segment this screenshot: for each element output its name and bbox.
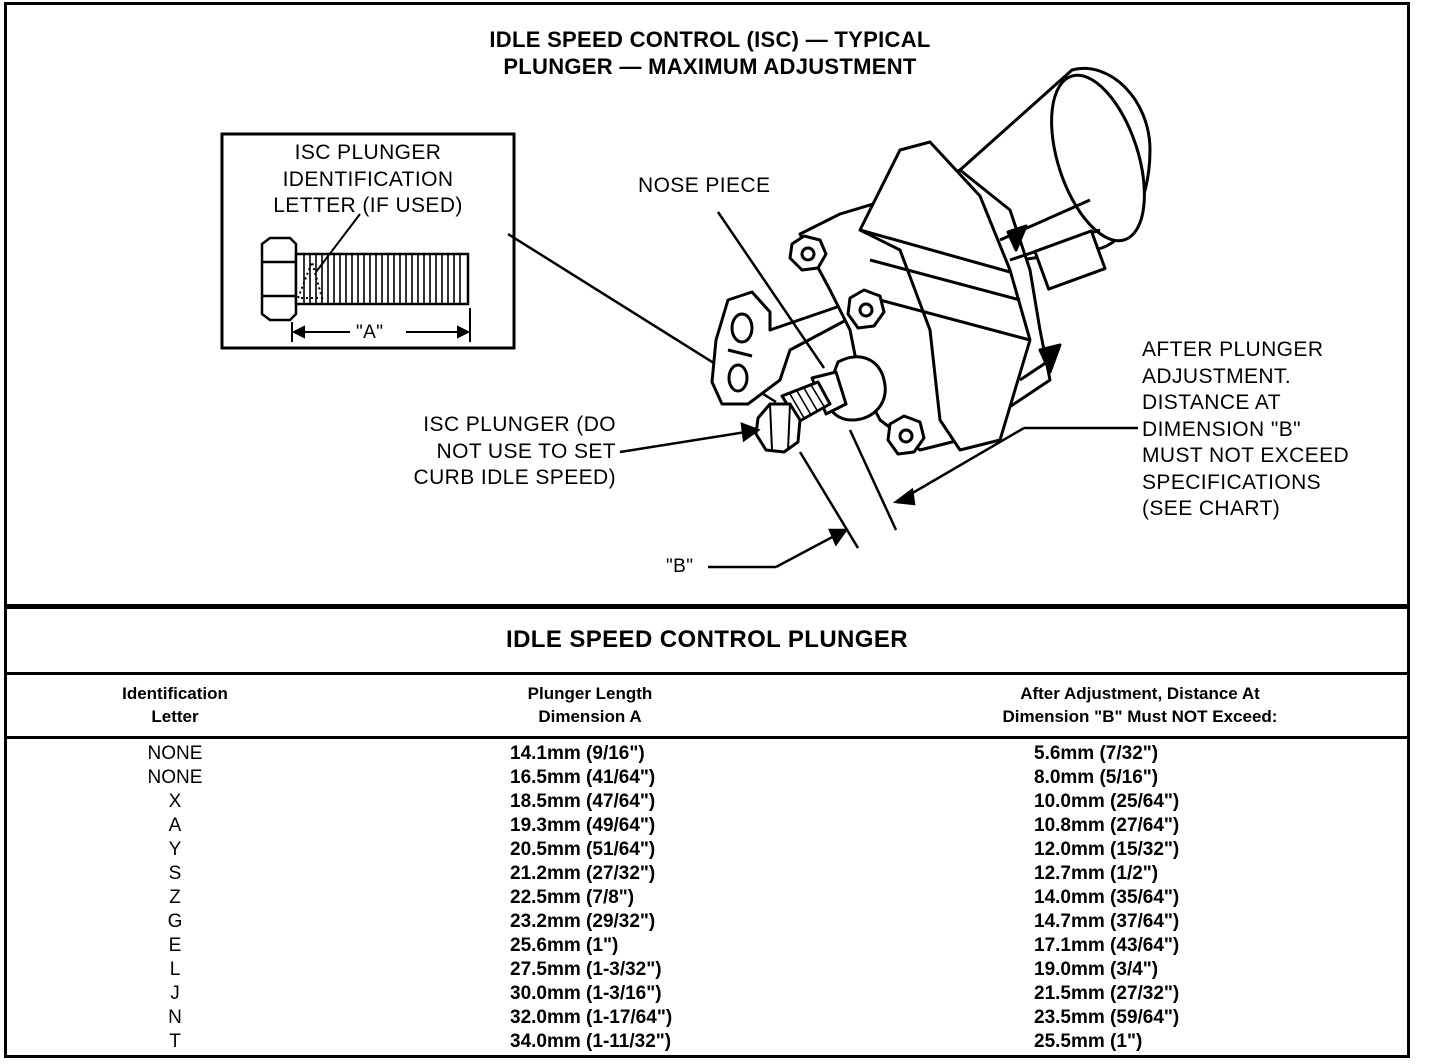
inset-box [220,132,516,350]
identification-letter-cell: J [170,983,180,1004]
diagram-title-line1: IDLE SPEED CONTROL (ISC) — TYPICAL [489,27,931,52]
max-distance-b-cell: 5.6mm (7/32") [1034,743,1159,764]
inset-label: ISC PLUNGER IDENTIFICATION LETTER (IF US… [222,140,514,220]
table-title: IDLE SPEED CONTROL PLUNGER [506,626,908,653]
max-distance-b-cell: 21.5mm (27/32") [1034,983,1180,1004]
identification-letter-cell: T [169,1031,181,1052]
max-distance-b-cell: 14.7mm (37/64") [1034,911,1180,932]
table-row: X 18.5mm (47/64") 10.0mm (25/64") [0,790,1440,814]
table-body: NONE 14.1mm (9/16") 5.6mm (7/32") NONE 16.5… [0,742,1440,1054]
column-header-identification-line2: Letter [151,707,199,726]
plunger-note-arrow [619,422,761,454]
after-note-line1: AFTER PLUNGER [1142,338,1324,361]
table-title-divider [4,672,1410,675]
plunger-note-line2: NOT USE TO SET [436,439,616,463]
table-row: Z 22.5mm (7/8") 14.0mm (35/64") [0,886,1440,910]
identification-letter-cell: S [168,863,182,884]
identification-letter-cell: A [168,815,182,836]
max-distance-b-cell: 12.7mm (1/2") [1034,863,1159,884]
plunger-length-cell: 32.0mm (1-17/64") [510,1007,673,1028]
table-row: NONE 14.1mm (9/16") 5.6mm (7/32") [0,742,1440,766]
inset-label-line3: LETTER (IF USED) [273,194,463,217]
max-distance-b-cell: 12.0mm (15/32") [1034,839,1180,860]
plunger-note: ISC PLUNGER (DO NOT USE TO SET CURB IDLE… [380,412,616,492]
identification-letter-cell: NONE [147,767,203,788]
plunger-length-cell: 22.5mm (7/8") [510,887,635,908]
after-note-line7: (SEE CHART) [1142,497,1281,520]
column-header-identification: Identification Letter [60,682,290,728]
table-header-divider [4,736,1410,739]
after-adjustment-note: AFTER PLUNGER ADJUSTMENT. DISTANCE AT DI… [1142,337,1349,523]
column-header-distance-b-line1: After Adjustment, Distance At [1020,684,1260,703]
after-note-line2: ADJUSTMENT. [1142,364,1292,388]
identification-letter-cell: NONE [147,743,203,764]
column-header-plunger-length-line2: Dimension A [538,707,642,726]
plunger-note-line1: ISC PLUNGER (DO [423,413,616,436]
diagram-title-line2: PLUNGER — MAXIMUM ADJUSTMENT [503,54,917,79]
column-header-plunger-length: Plunger Length Dimension A [440,682,740,728]
max-distance-b-cell: 8.0mm (5/16") [1034,767,1159,788]
table-row: S 21.2mm (27/32") 12.7mm (1/2") [0,862,1440,886]
column-header-distance-b: After Adjustment, Distance At Dimension … [960,682,1320,728]
plunger-length-cell: 34.0mm (1-11/32") [510,1031,672,1052]
column-header-identification-line1: Identification [122,684,228,703]
plunger-length-cell: 16.5mm (41/64") [510,767,656,788]
dimension-a-label: "A" [356,322,384,343]
plunger-length-cell: 18.5mm (47/64") [510,791,656,812]
max-distance-b-cell: 19.0mm (3/4") [1034,959,1159,980]
plunger-length-cell: 27.5mm (1-3/32") [510,959,662,980]
plunger-length-cell: 14.1mm (9/16") [510,743,645,764]
max-distance-b-cell: 17.1mm (43/64") [1034,935,1180,956]
isc-motor-assembly-icon [710,67,1152,456]
identification-letter-cell: X [168,791,182,812]
after-note-line6: SPECIFICATIONS [1142,470,1322,494]
table-row: NONE 16.5mm (41/64") 8.0mm (5/16") [0,766,1440,790]
inset-label-line2: IDENTIFICATION [282,167,454,191]
plunger-length-cell: 23.2mm (29/32") [510,911,656,932]
isc-diagram-artwork [220,67,1152,569]
table-row: J 30.0mm (1-3/16") 21.5mm (27/32") [0,982,1440,1006]
inset-label-line1: ISC PLUNGER [294,141,442,164]
dimension-b-lines [708,426,1138,569]
identification-letter-cell: E [168,935,182,956]
max-distance-b-cell: 10.0mm (25/64") [1034,791,1180,812]
max-distance-b-cell: 14.0mm (35/64") [1034,887,1180,908]
figure-frame [4,2,1410,1058]
inset-plunger-bolt-icon [260,236,470,322]
section-divider [4,604,1410,609]
plunger-length-cell: 25.6mm (1") [510,935,619,956]
nose-piece-label: NOSE PIECE [638,174,771,197]
dimension-b-label: "B" [666,556,694,577]
column-header-distance-b-line2: Dimension "B" Must NOT Exceed: [1002,707,1278,726]
identification-letter-cell: Z [169,887,181,908]
table-row: A 19.3mm (49/64") 10.8mm (27/64") [0,814,1440,838]
table-row: G 23.2mm (29/32") 14.7mm (37/64") [0,910,1440,934]
table-row: N 32.0mm (1-17/64") 23.5mm (59/64") [0,1006,1440,1030]
max-distance-b-cell: 23.5mm (59/64") [1034,1007,1180,1028]
identification-letter-cell: N [168,1007,182,1028]
dimension-a-arrow [291,308,471,342]
diagram-title: IDLE SPEED CONTROL (ISC) — TYPICAL PLUNG… [330,26,1090,80]
plunger-length-cell: 30.0mm (1-3/16") [510,983,662,1004]
after-note-line5: MUST NOT EXCEED [1142,444,1350,467]
plunger-length-cell: 19.3mm (49/64") [510,815,656,836]
plunger-length-cell: 21.2mm (27/32") [510,863,656,884]
table-row: T 34.0mm (1-11/32") 25.5mm (1") [0,1030,1440,1054]
max-distance-b-cell: 10.8mm (27/64") [1034,815,1180,836]
after-note-line3: DISTANCE AT [1142,391,1281,414]
after-note-line4: DIMENSION "B" [1142,417,1301,441]
identification-letter-cell: L [169,959,181,980]
table-row: Y 20.5mm (51/64") 12.0mm (15/32") [0,838,1440,862]
column-header-plunger-length-line1: Plunger Length [527,684,653,703]
plunger-note-line3: CURB IDLE SPEED) [413,466,616,489]
plunger-length-cell: 20.5mm (51/64") [510,839,656,860]
max-distance-b-cell: 25.5mm (1") [1034,1031,1143,1052]
table-row: E 25.6mm (1") 17.1mm (43/64") [0,934,1440,958]
identification-letter-cell: Y [168,839,182,860]
table-row: L 27.5mm (1-3/32") 19.0mm (3/4") [0,958,1440,982]
identification-letter-cell: G [167,911,183,932]
